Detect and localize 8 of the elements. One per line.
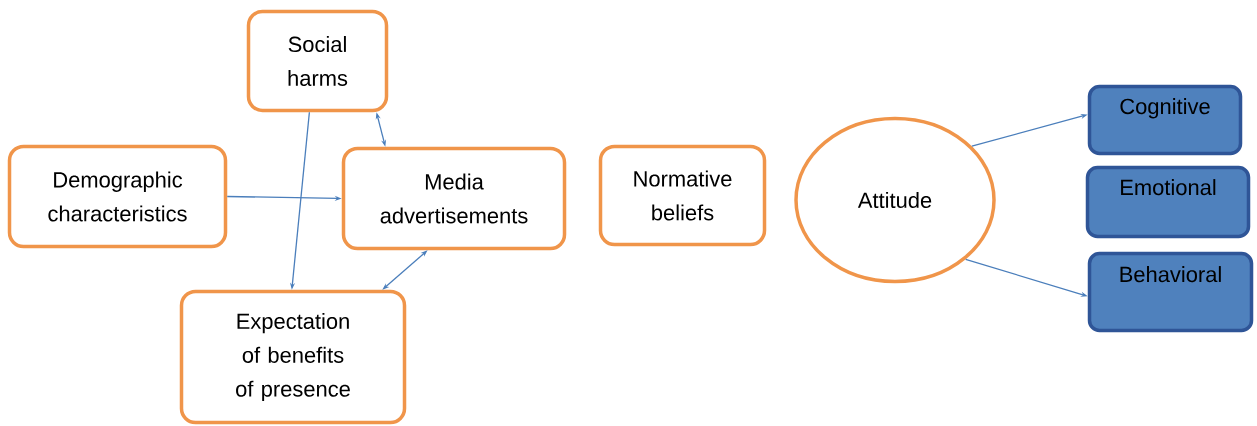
concept-box: Media advertisements [341, 146, 567, 251]
concept-box: Normative beliefs [598, 144, 767, 247]
concept-box: Demographic characteristics [7, 144, 228, 249]
concept-box: Expectation of benefits of presence [179, 289, 407, 425]
component-box: Behavioral [1087, 251, 1254, 333]
concept-box: Social harms [246, 9, 389, 113]
component-box: Emotional [1085, 165, 1251, 239]
component-box: Cognitive [1087, 84, 1243, 156]
